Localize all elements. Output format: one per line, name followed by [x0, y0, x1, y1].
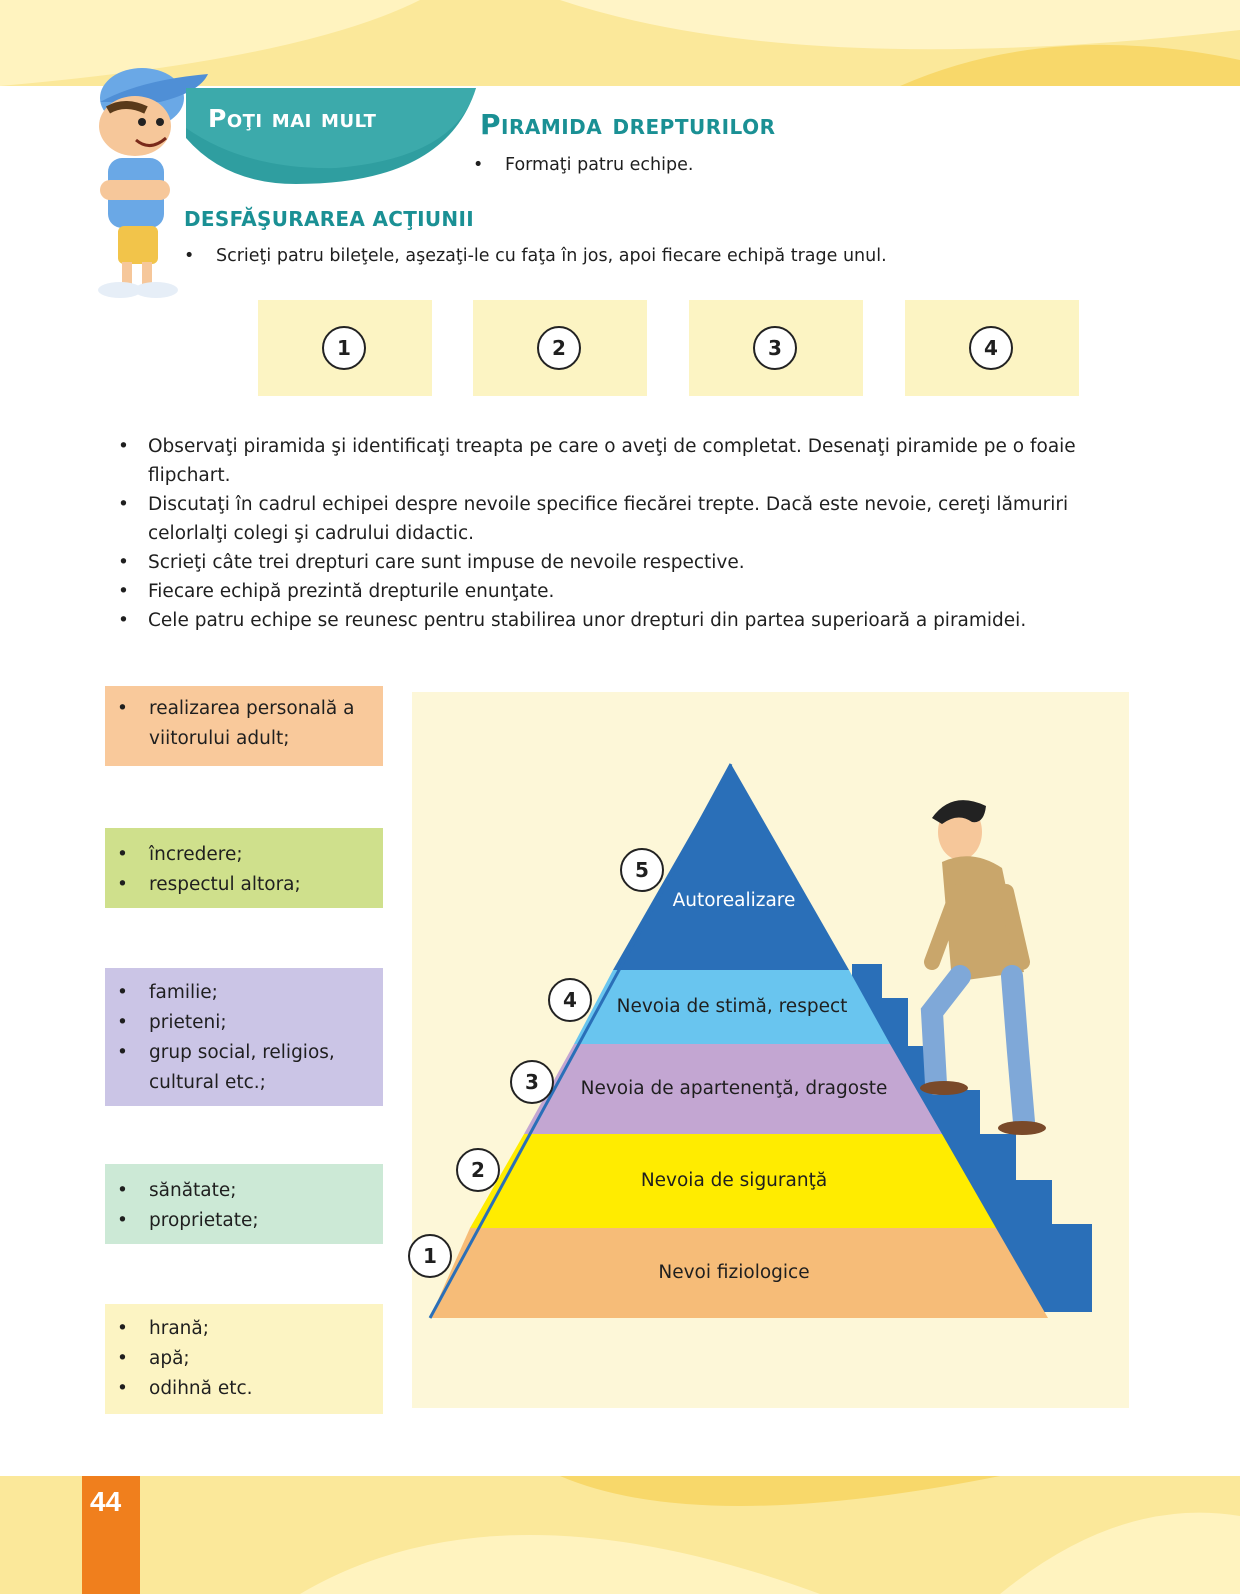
list-item: •încredere;: [105, 840, 383, 870]
list-item: •proprietate;: [105, 1206, 383, 1236]
level-label-2: Nevoia de siguranţă: [554, 1170, 914, 1191]
level-label-1: Nevoi fiziologice: [554, 1262, 914, 1283]
pyramid-panel: Autorealizare Nevoia de stimă, respect N…: [412, 692, 1129, 1408]
bullet-icon: •: [118, 606, 129, 635]
instruction-text: Discutaţi în cadrul echipei despre nevoi…: [148, 494, 1068, 544]
page-title: Piramida drepturilor: [480, 108, 776, 141]
bullet-icon: •: [118, 490, 129, 519]
list-item: •hrană;: [105, 1314, 383, 1344]
ribbon-shape: [186, 88, 476, 184]
instructions-list: • Observaţi piramida şi identificaţi tre…: [148, 432, 1133, 635]
bottom-swirl-decor: [0, 1476, 1240, 1594]
bullet-icon: •: [118, 548, 129, 577]
list-item: •respectul altora;: [105, 870, 383, 900]
card-number: 1: [322, 326, 366, 370]
section-title: Desfăşurarea acţiunii: [184, 207, 474, 231]
instruction-item: • Scrieţi câte trei drepturi care sunt i…: [148, 548, 1133, 577]
card-number: 3: [753, 326, 797, 370]
instruction-item: • Observaţi piramida şi identificaţi tre…: [148, 432, 1133, 490]
bullet-icon: •: [473, 152, 483, 179]
list-item: •prieteni;: [105, 1008, 383, 1038]
instruction-text: Scrieţi câte trei drepturi care sunt imp…: [148, 552, 745, 573]
level-label-4: Nevoia de stimă, respect: [574, 996, 890, 1017]
list-item: •apă;: [105, 1344, 383, 1374]
bottom-decor-band: [0, 1476, 1240, 1594]
card-4: 4: [905, 300, 1079, 396]
bullet-icon: •: [118, 432, 129, 461]
section-bullet: • Scrieţi patru bileţele, aşezaţi-le cu …: [216, 243, 887, 270]
list-item: •grup social, religios, cultural etc.;: [105, 1038, 383, 1098]
list-item: •realizarea personală a viitorului adult…: [105, 694, 383, 754]
rights-box-selfrealization: •realizarea personală a viitorului adult…: [105, 686, 383, 766]
list-item: •familie;: [105, 978, 383, 1008]
card-3: 3: [689, 300, 863, 396]
rights-box-physiological: •hrană; •apă; •odihnă etc.: [105, 1304, 383, 1414]
rights-box-esteem: •încredere; •respectul altora;: [105, 828, 383, 908]
list-item: •sănătate;: [105, 1176, 383, 1206]
level-number-1: 1: [408, 1234, 452, 1278]
level-number-5: 5: [620, 848, 664, 892]
card-1: 1: [258, 300, 432, 396]
instruction-text: Cele patru echipe se reunesc pentru stab…: [148, 610, 1026, 631]
instruction-text: Observaţi piramida şi identificaţi treap…: [148, 436, 1076, 486]
level-label-3: Nevoia de apartenenţă, dragoste: [554, 1078, 914, 1099]
level-number-3: 3: [510, 1060, 554, 1104]
list-item: •odihnă etc.: [105, 1374, 383, 1404]
instruction-item: • Cele patru echipe se reunesc pentru st…: [148, 606, 1133, 635]
intro-bullet: • Formaţi patru echipe.: [505, 152, 693, 179]
level-number-4: 4: [548, 978, 592, 1022]
ribbon-title: Poţi mai mult: [208, 104, 376, 133]
card-number: 4: [969, 326, 1013, 370]
intro-bullet-text: Formaţi patru echipe.: [505, 155, 693, 175]
bullet-icon: •: [184, 243, 194, 270]
card-number: 2: [537, 326, 581, 370]
page-number: 44: [90, 1486, 121, 1518]
bullet-icon: •: [118, 577, 129, 606]
rights-box-belonging: •familie; •prieteni; •grup social, relig…: [105, 968, 383, 1106]
pyramid-diagram: [412, 692, 1129, 1408]
rights-box-safety: •sănătate; •proprietate;: [105, 1164, 383, 1244]
instruction-item: • Discutaţi în cadrul echipei despre nev…: [148, 490, 1133, 548]
section-bullet-text: Scrieţi patru bileţele, aşezaţi-le cu fa…: [216, 246, 887, 266]
level-label-5: Autorealizare: [634, 890, 834, 911]
level-number-2: 2: [456, 1148, 500, 1192]
instruction-text: Fiecare echipă prezintă drepturile enunţ…: [148, 581, 554, 602]
card-2: 2: [473, 300, 647, 396]
instruction-item: • Fiecare echipă prezintă drepturile enu…: [148, 577, 1133, 606]
climbing-man-illustration: [920, 800, 1046, 1135]
